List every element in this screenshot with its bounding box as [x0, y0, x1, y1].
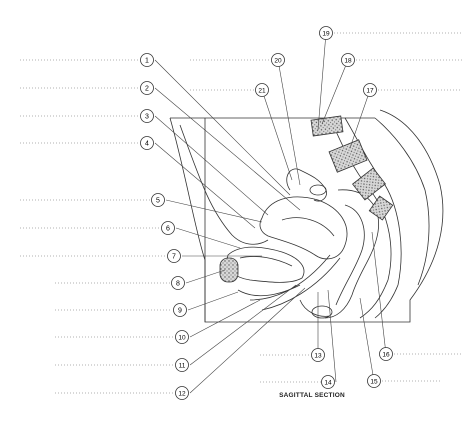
ovary [309, 184, 327, 196]
marker-3: 3 [140, 109, 154, 123]
marker-5-text: 5 [156, 198, 160, 205]
marker-1: 1 [140, 53, 154, 67]
marker-5: 5 [151, 193, 165, 207]
marker-8: 8 [171, 276, 185, 290]
marker-13: 13 [311, 348, 325, 362]
marker-20: 20 [271, 53, 285, 67]
fallopian-tube [286, 168, 327, 202]
vertebra-1 [310, 115, 344, 137]
marker-21: 21 [255, 83, 269, 97]
uterine-cavity [281, 217, 335, 237]
bladder [226, 246, 305, 283]
marker-2: 2 [140, 81, 154, 95]
pubic-bone [219, 257, 239, 283]
marker-6: 6 [161, 221, 175, 235]
marker-12-text: 12 [178, 391, 186, 398]
marker-9: 9 [173, 303, 187, 317]
spine-back [374, 117, 430, 286]
diagram-caption: SAGITTAL SECTION [279, 392, 345, 399]
vertebra-3 [352, 167, 386, 201]
marker-18: 18 [341, 53, 355, 67]
marker-14-text: 14 [324, 380, 332, 387]
perineum [299, 299, 331, 317]
marker-17: 17 [363, 83, 377, 97]
marker-16-text: 16 [382, 352, 390, 359]
marker-1-text: 1 [145, 58, 149, 65]
marker-2-text: 2 [145, 86, 149, 93]
marker-7-text: 7 [172, 254, 176, 261]
marker-12: 12 [175, 386, 189, 400]
abdominal-wall [179, 124, 269, 245]
marker-19: 19 [319, 26, 333, 40]
marker-7: 7 [167, 249, 181, 263]
anus [311, 305, 333, 319]
marker-11: 11 [175, 358, 189, 372]
marker-15-text: 15 [370, 379, 378, 386]
marker-17-text: 17 [366, 88, 374, 95]
urethra [237, 284, 301, 297]
marker-4-text: 4 [145, 141, 149, 148]
marker-20-text: 20 [274, 58, 282, 65]
leader-lines [20, 32, 462, 394]
vagina-posterior [261, 257, 341, 311]
marker-10: 10 [175, 330, 189, 344]
marker-11-text: 11 [179, 363, 186, 370]
marker-15: 15 [367, 374, 381, 388]
bladder-inner [239, 256, 293, 267]
marker-16: 16 [379, 347, 393, 361]
marker-19-text: 19 [322, 31, 330, 38]
label-markers: 1 2 3 4 5 6 7 8 9 10 11 12 13 14 15 16 1… [140, 26, 393, 400]
marker-14: 14 [321, 375, 335, 389]
uterus [259, 196, 348, 260]
marker-8-text: 8 [176, 281, 180, 288]
marker-13-text: 13 [314, 353, 322, 360]
rectum-inner [335, 204, 365, 306]
vertebra-4 [368, 195, 394, 221]
rectum [324, 189, 379, 319]
vagina [249, 254, 331, 301]
marker-3-text: 3 [145, 114, 149, 121]
vertebra-2 [328, 139, 368, 173]
marker-4: 4 [140, 136, 154, 150]
marker-6-text: 6 [166, 226, 170, 233]
body-outline [169, 109, 444, 323]
marker-18-text: 18 [344, 58, 352, 65]
marker-10-text: 10 [178, 335, 186, 342]
marker-21-text: 21 [258, 88, 266, 95]
marker-9-text: 9 [178, 308, 182, 315]
anatomy-drawing [169, 109, 444, 323]
